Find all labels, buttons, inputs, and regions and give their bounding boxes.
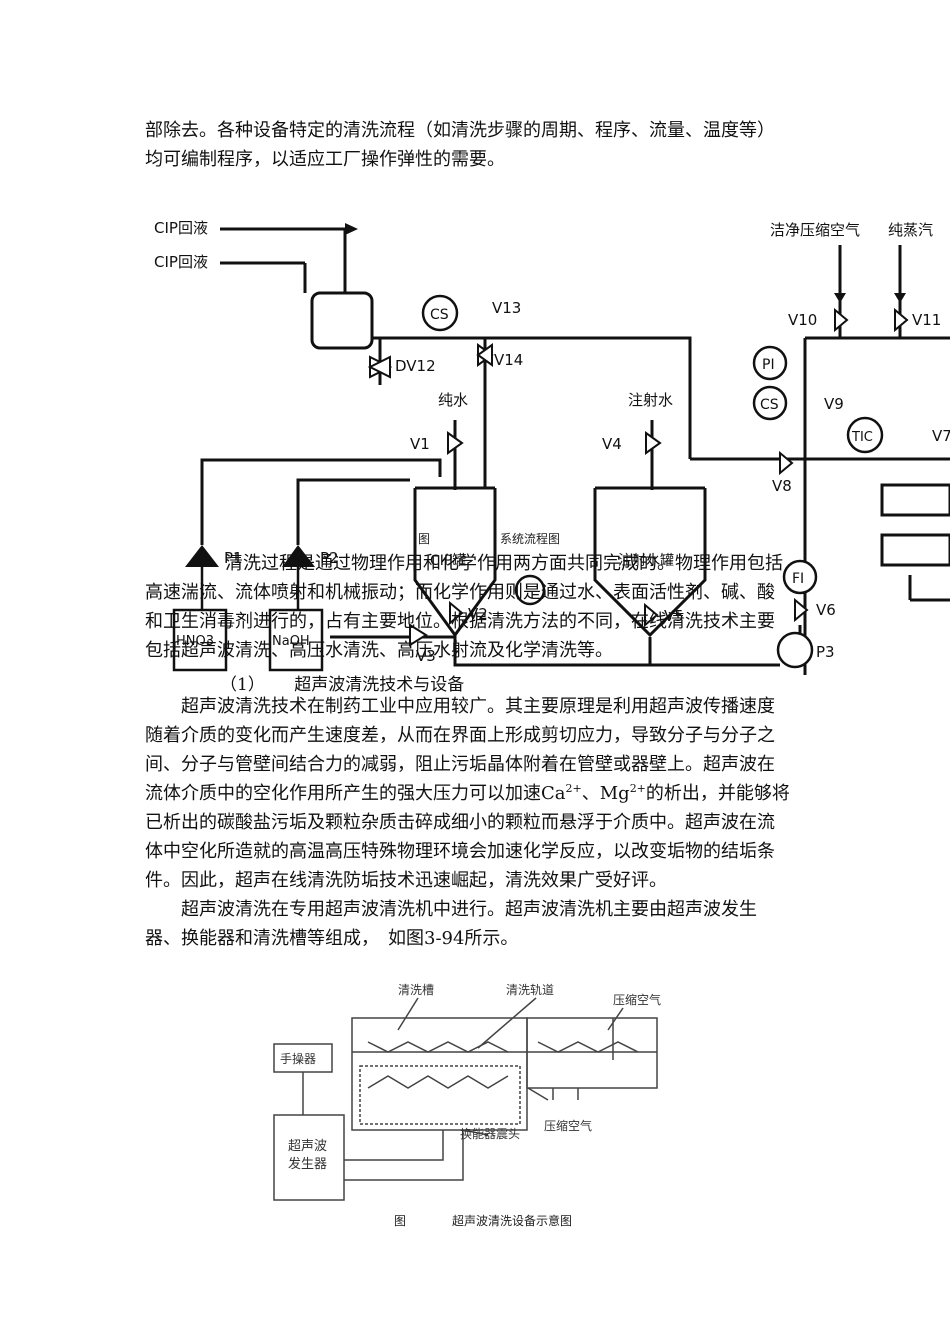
section-heading: （1） 超声波清洗技术与设备 bbox=[220, 670, 464, 695]
label-v4: V4 bbox=[602, 435, 622, 453]
paragraph2-line4-b: 、Mg bbox=[581, 783, 630, 804]
label-v7: V7 bbox=[932, 427, 950, 445]
label-air-top: 压缩空气 bbox=[613, 992, 661, 1007]
paragraph2-line4-a: 流体介质中的空化作用所产生的强大压力可以加速Ca bbox=[145, 783, 566, 804]
label-hno3: HNO3 bbox=[176, 634, 214, 649]
label-generator-2: 发生器 bbox=[288, 1156, 327, 1172]
label-v14: V14 bbox=[494, 351, 523, 369]
label-v3: V3 bbox=[416, 647, 436, 665]
paragraph2-line7: 件。因此，超声在线清洗防垢技术迅速崛起，清洗效果广受好评。 bbox=[145, 870, 667, 891]
label-clean-air: 洁净压缩空气 bbox=[770, 221, 860, 239]
label-dv12: DV12 bbox=[395, 357, 436, 375]
label-transducer: 换能器震头 bbox=[460, 1127, 520, 1141]
paragraph2-line2: 随着介质的变化而产生速度差，从而在界面上形成剪切应力，导致分子与分子之 bbox=[145, 725, 775, 746]
label-v8: V8 bbox=[772, 477, 792, 495]
paragraph2-line4-c: 的析出，并能够将 bbox=[645, 783, 790, 804]
paragraph3-line2: 器、换能器和清洗槽等组成， 如图3-94所示。 bbox=[145, 928, 519, 949]
label-v5: V5 bbox=[664, 607, 684, 625]
ultrasonic-diagram: 清洗槽 清洗轨道 压缩空气 压缩空气 手操器 换能器震头 超声波 发生器 bbox=[273, 983, 661, 1201]
ultra-caption-fig: 图 bbox=[394, 1214, 407, 1228]
label-inj-tank: 注射水罐 bbox=[618, 553, 674, 569]
overlap-paragraph-line1: 清洗过程是通过物理作用和化学作用两方面共同完成的。物理作用包括 bbox=[225, 553, 783, 574]
section-title: 超声波清洗技术与设备 bbox=[294, 675, 465, 695]
label-cip-return-2: CIP回液 bbox=[154, 253, 208, 271]
paragraph3-line1: 超声波清洗在专用超声波清洗机中进行。超声波清洗机主要由超声波发生 bbox=[181, 899, 757, 920]
overlap-paragraph-line2: 高速湍流、流体喷射和机械振动；而化学作用则是通过水、表面活性剂、碱、酸 bbox=[145, 582, 775, 603]
system-flow-diagram: CIP回液 CIP回液 洁净压缩空气 纯蒸汽 纯水 注射水 CS CS PI T… bbox=[154, 219, 950, 675]
label-air-bottom: 压缩空气 bbox=[544, 1118, 592, 1133]
label-tic: TIC bbox=[851, 430, 873, 445]
label-p3: P3 bbox=[816, 643, 835, 661]
label-injection-water: 注射水 bbox=[628, 391, 673, 409]
label-pi: PI bbox=[762, 357, 775, 373]
label-v9: V9 bbox=[824, 395, 844, 413]
label-track: 清洗轨道 bbox=[506, 983, 554, 997]
flow-caption-title: 系统流程图 bbox=[500, 532, 561, 546]
ca-superscript: 2+ bbox=[565, 782, 582, 795]
label-handheld: 手操器 bbox=[280, 1051, 316, 1066]
label-pure-water: 纯水 bbox=[438, 391, 468, 409]
label-naoh: NaOH bbox=[272, 634, 310, 649]
label-generator-1: 超声波 bbox=[288, 1139, 327, 1154]
label-cs2: CS bbox=[760, 397, 779, 413]
label-cs1: CS bbox=[430, 307, 449, 323]
label-fi: FI bbox=[792, 571, 804, 587]
label-v13: V13 bbox=[492, 299, 521, 317]
section-number: （1） bbox=[220, 675, 265, 695]
label-v11: V11 bbox=[912, 311, 941, 329]
overlap-paragraph-line3: 和卫生消毒剂进行的，占有主要地位。根据清洗方法的不同，在线清洗技术主要 bbox=[145, 611, 775, 632]
label-v1: V1 bbox=[410, 435, 430, 453]
mg-superscript: 2+ bbox=[629, 782, 646, 795]
paragraph2-line4: 流体介质中的空化作用所产生的强大压力可以加速Ca2+、Mg2+的析出，并能够将 bbox=[145, 779, 810, 808]
label-cip-return-1: CIP回液 bbox=[154, 219, 208, 237]
paragraph2-line6: 体中空化所造就的高温高压特殊物理环境会加速化学反应，以改变垢物的结垢条 bbox=[145, 841, 775, 862]
label-p2: P2 bbox=[320, 549, 339, 567]
top-paragraph-line1: 部除去。各种设备特定的清洗流程（如清洗步骤的周期、程序、流量、温度等） bbox=[145, 120, 775, 141]
label-v2: V2 bbox=[468, 605, 488, 623]
top-paragraph-line2: 均可编制程序，以适应工厂操作弹性的需要。 bbox=[145, 149, 505, 170]
paragraph2-line5: 已析出的碳酸盐污垢及颗粒杂质击碎成细小的颗粒而悬浮于介质中。超声波在流 bbox=[145, 812, 775, 833]
label-tank: 清洗槽 bbox=[398, 983, 434, 997]
label-v10: V10 bbox=[788, 311, 817, 329]
paragraph2-line1: 超声波清洗技术在制药工业中应用较广。其主要原理是利用超声波传播速度 bbox=[181, 696, 775, 717]
ultra-caption-title: 超声波清洗设备示意图 bbox=[452, 1214, 573, 1228]
label-v6: V6 bbox=[816, 601, 836, 619]
label-cip-tank: CIP罐 bbox=[430, 553, 466, 569]
label-p1: P1 bbox=[224, 549, 243, 567]
label-pure-steam: 纯蒸汽 bbox=[888, 221, 933, 239]
overlap-paragraph-line4: 包括超声波清洗、高压水清洗、高压水射流及化学清洗等。 bbox=[145, 640, 613, 661]
flow-caption-fig: 图 bbox=[418, 532, 431, 546]
paragraph2-line3: 间、分子与管壁间结合力的减弱，阻止污垢晶体附着在管壁或器壁上。超声波在 bbox=[145, 754, 775, 775]
